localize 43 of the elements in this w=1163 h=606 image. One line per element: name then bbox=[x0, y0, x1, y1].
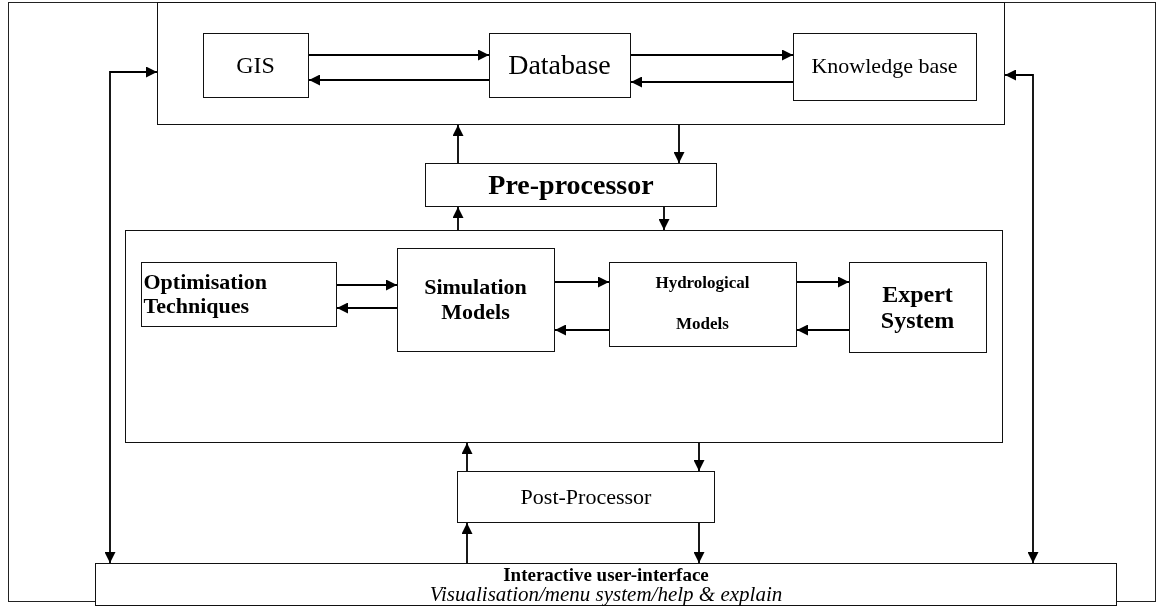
arrow bbox=[461, 442, 473, 472]
arrow bbox=[796, 276, 850, 288]
arrow bbox=[336, 302, 398, 314]
arrow bbox=[554, 324, 610, 336]
process-box bbox=[608, 261, 797, 347]
arrow bbox=[554, 276, 610, 288]
process-box bbox=[95, 563, 1117, 606]
arrow bbox=[308, 74, 490, 86]
arrow bbox=[630, 49, 794, 61]
arrow bbox=[1004, 69, 1039, 564]
process-box bbox=[488, 32, 631, 98]
process-box bbox=[396, 247, 555, 352]
group-panel bbox=[157, 2, 1005, 125]
arrow bbox=[693, 522, 705, 564]
arrow bbox=[452, 124, 464, 164]
process-box bbox=[425, 163, 717, 207]
arrow bbox=[796, 324, 850, 336]
node-label: Pre-processor bbox=[488, 169, 654, 201]
node-label: Expert System bbox=[879, 280, 956, 334]
node-label: Interactive user-interface bbox=[503, 564, 709, 584]
node-label: Hydrological Models bbox=[654, 272, 751, 335]
process-box bbox=[202, 32, 309, 98]
arrow bbox=[658, 206, 670, 231]
node-label: Simulation Models bbox=[423, 275, 528, 324]
process-box bbox=[457, 471, 715, 523]
group-panel bbox=[125, 230, 1003, 443]
node-label: Optimisation Techniques bbox=[142, 269, 268, 319]
node-subtitle: Visualisation/menu system/help & explain bbox=[429, 583, 783, 605]
node-label: Post-Processor bbox=[520, 484, 652, 510]
arrow bbox=[336, 279, 398, 291]
process-box bbox=[792, 32, 977, 101]
arrow bbox=[693, 442, 705, 472]
arrow bbox=[461, 522, 473, 564]
arrow bbox=[673, 124, 685, 164]
node-label: GIS bbox=[236, 51, 275, 79]
arrow bbox=[630, 76, 794, 88]
node-label: Knowledge base bbox=[811, 54, 958, 79]
arrow bbox=[308, 49, 490, 61]
arrow bbox=[452, 206, 464, 231]
process-box bbox=[140, 261, 337, 327]
node-label: Database bbox=[508, 49, 611, 81]
process-box bbox=[848, 261, 987, 353]
arrow bbox=[104, 66, 158, 564]
